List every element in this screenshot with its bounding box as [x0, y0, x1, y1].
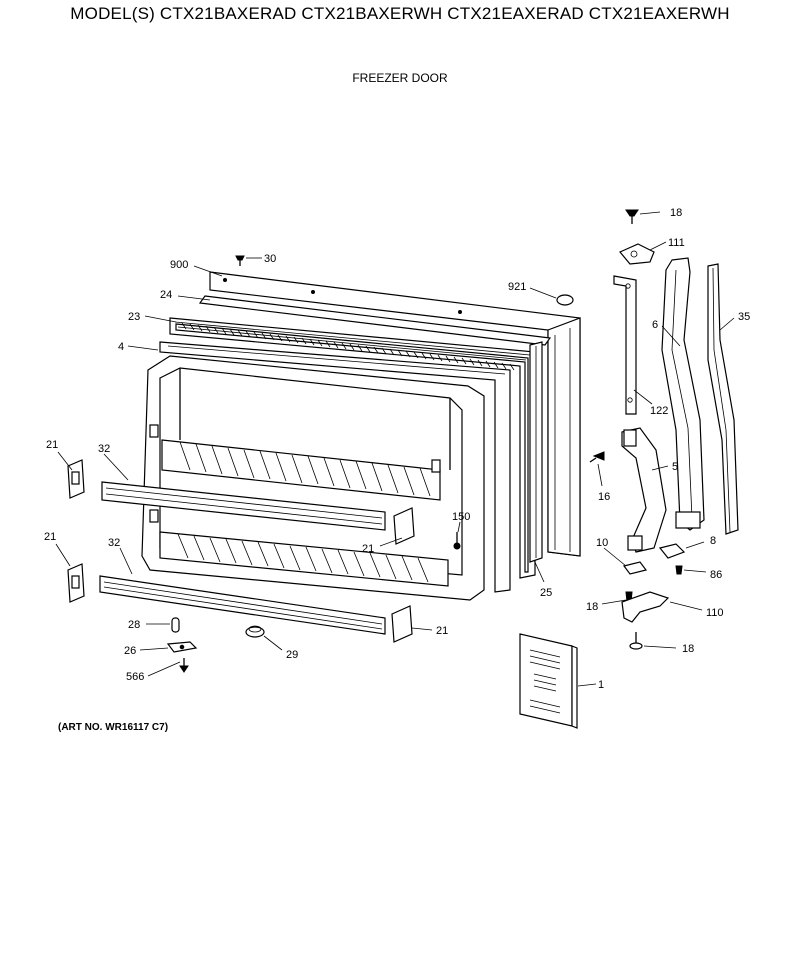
end-cap-left-lower — [67, 563, 85, 603]
callout-30: 30 — [264, 253, 276, 265]
callout-23: 23 — [128, 311, 140, 323]
hinge-bar-122 — [613, 275, 637, 415]
callout-4: 4 — [118, 341, 124, 353]
inner-door-liner — [141, 355, 485, 601]
end-cap-right-upper — [393, 507, 415, 545]
callout-6: 6 — [652, 319, 658, 331]
leader-lines — [55, 211, 735, 687]
callout-5: 5 — [672, 461, 678, 473]
callout-28: 28 — [128, 619, 140, 631]
end-cap-left-upper — [67, 459, 85, 499]
callout-24: 24 — [160, 289, 172, 301]
callout-566: 566 — [126, 671, 144, 683]
hinge-screw-top — [625, 209, 639, 224]
hinge-block-10 — [622, 561, 648, 575]
bracket-26 — [166, 641, 198, 653]
model-numbers-header: MODEL(S) CTX21BAXERAD CTX21BAXERWH CTX21… — [70, 4, 730, 23]
hinge-block-111 — [619, 243, 655, 265]
art-number: (ART NO. WR16117 C7) — [58, 722, 169, 733]
screw-18-bottom — [629, 632, 643, 650]
callout-32: 32 — [98, 443, 110, 455]
screw-566 — [179, 658, 189, 673]
callout-8: 8 — [710, 535, 716, 547]
breaker-strip — [159, 341, 511, 593]
callout-16: 16 — [598, 491, 610, 503]
shelf-bar-lower — [99, 575, 386, 635]
callout-29: 29 — [286, 649, 298, 661]
screw-16 — [589, 451, 605, 463]
end-cap-right-lower — [391, 605, 413, 643]
callout-111: 111 — [668, 237, 685, 249]
callout-32: 32 — [108, 537, 120, 549]
callout-110: 110 — [706, 607, 724, 619]
callout-21: 21 — [362, 543, 374, 555]
shelf-bar-upper — [101, 481, 386, 531]
callout-921: 921 — [508, 281, 526, 293]
callout-35: 35 — [738, 311, 750, 323]
screw-150 — [453, 532, 461, 550]
callout-150: 150 — [452, 511, 470, 523]
screw-30 — [235, 255, 245, 266]
callout-labels: 18 111 30 900 921 24 23 6 35 4 122 21 32… — [44, 207, 750, 691]
callout-21: 21 — [436, 625, 448, 637]
callout-900: 900 — [170, 259, 188, 271]
door-liner-edge — [529, 341, 543, 563]
callout-86: 86 — [710, 569, 722, 581]
hinge-block-8 — [658, 543, 686, 559]
pin-86 — [675, 565, 683, 575]
plug-921 — [556, 294, 574, 306]
plug-28 — [171, 617, 180, 633]
hinge-strip-35 — [707, 263, 739, 535]
callout-18: 18 — [670, 207, 682, 219]
door-outer-panel — [209, 271, 581, 557]
section-title: FREEZER DOOR — [352, 71, 448, 85]
callout-21: 21 — [44, 531, 56, 543]
plug-29 — [245, 625, 265, 638]
handle-5 — [621, 427, 667, 553]
callout-18: 18 — [586, 601, 598, 613]
manual-booklet-1 — [519, 633, 578, 729]
hinge-arm-6 — [661, 257, 705, 531]
callout-21: 21 — [46, 439, 58, 451]
callout-122: 122 — [650, 405, 668, 417]
door-top-strip — [198, 295, 552, 346]
callout-18: 18 — [682, 643, 694, 655]
hinge-bracket-110 — [621, 591, 670, 623]
callout-25: 25 — [540, 587, 552, 599]
callout-26: 26 — [124, 645, 136, 657]
callout-10: 10 — [596, 537, 608, 549]
callout-1: 1 — [598, 679, 604, 691]
